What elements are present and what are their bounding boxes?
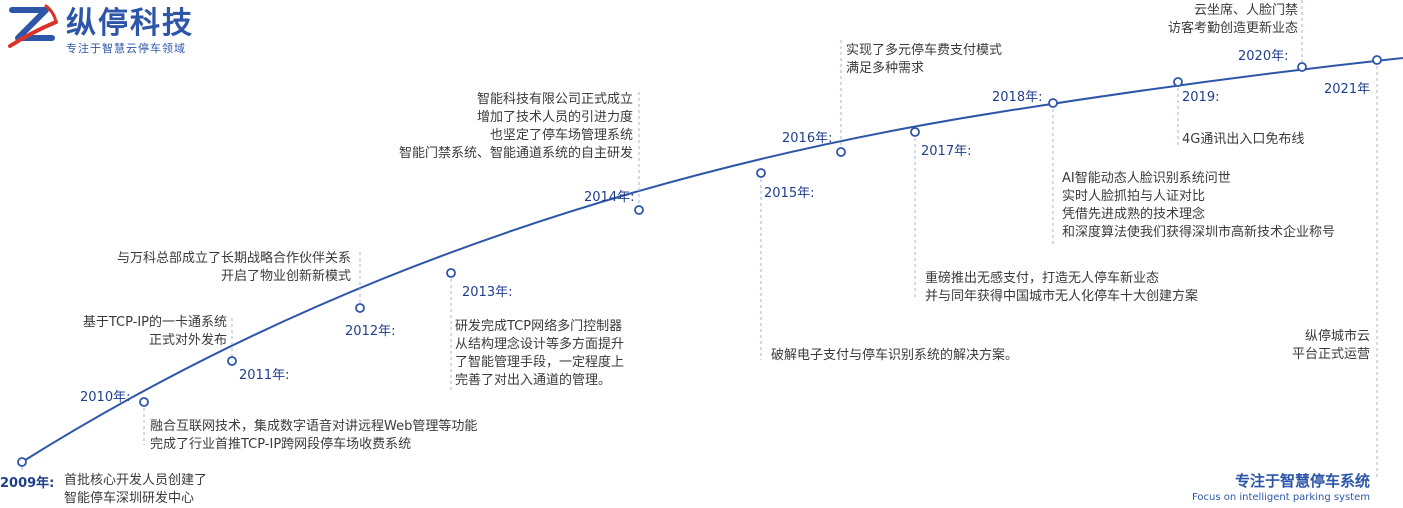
desc-line: 智能门禁系统、智能通道系统的自主研发 — [398, 146, 633, 161]
z-swoosh-logo-icon — [8, 4, 58, 48]
brand-logo: 纵停科技 专注于智慧云停车领域 — [6, 0, 266, 60]
year-label-2015: 2015年: — [764, 186, 815, 201]
desc-line: 访客考勤创造更新业态 — [1167, 21, 1298, 36]
timeline-node — [836, 147, 846, 157]
milestone-desc-2021: 纵停城市云 平台正式运营 — [1292, 328, 1370, 364]
desc-line: 完善了对出入通道的管理。 — [455, 373, 612, 388]
brand-name: 纵停科技 — [66, 6, 194, 41]
year-label-2012: 2012年: — [345, 324, 396, 339]
year-label-2010: 2010年: — [80, 390, 131, 405]
timeline-node — [910, 127, 920, 137]
desc-line: 也坚定了停车场管理系统 — [489, 128, 633, 143]
desc-line: 重磅推出无感支付，打造无人停车新业态 — [925, 271, 1160, 286]
milestone-desc-2011: 基于TCP-IP的一卡通系统 正式对外发布 — [83, 314, 227, 350]
connector-lines — [21, 0, 1378, 478]
desc-line: 满足多种需求 — [846, 61, 925, 76]
year-label-2017: 2017年: — [921, 144, 972, 159]
desc-line: 并与同年获得中国城市无人化停车十大创建方案 — [925, 289, 1199, 304]
year-label-2013: 2013年: — [462, 285, 513, 300]
desc-line: 正式对外发布 — [148, 333, 227, 348]
milestone-desc-2018: AI智能动态人脸识别系统问世 实时人脸抓拍与人证对比 凭借先进成熟的技术理念 和… — [1062, 170, 1335, 242]
timeline-curve — [21, 57, 1403, 463]
footer-subtitle: Focus on intelligent parking system — [1191, 492, 1370, 503]
year-label-2020: 2020年: — [1238, 49, 1289, 64]
desc-line: 增加了技术人员的引进力度 — [476, 110, 633, 125]
year-label-2014: 2014年: — [584, 190, 635, 205]
desc-line: 研发完成TCP网络多门控制器 — [455, 319, 623, 334]
milestone-desc-2020: 云坐席、人脸门禁 访客考勤创造更新业态 — [1168, 2, 1298, 38]
milestone-desc-2013: 研发完成TCP网络多门控制器 从结构理念设计等多方面提升 了智能管理手段，一定程… — [455, 318, 624, 390]
year-label-2021: 2021年 — [1324, 82, 1371, 97]
year-label-2009: 2009年: — [0, 476, 55, 491]
desc-line: 实时人脸抓拍与人证对比 — [1062, 189, 1206, 204]
timeline-node — [756, 168, 766, 178]
desc-line: AI智能动态人脸识别系统问世 — [1062, 171, 1231, 186]
desc-line: 平台正式运营 — [1291, 347, 1370, 362]
desc-line: 纵停城市云 — [1304, 329, 1370, 344]
desc-line: 和深度算法使我们获得深圳市高新技术企业称号 — [1062, 225, 1336, 240]
desc-line: 融合互联网技术，集成数字语音对讲远程Web管理等功能 — [150, 419, 478, 434]
desc-line: 云坐席、人脸门禁 — [1193, 3, 1298, 18]
brand-slogan: 专注于智慧云停车领域 — [66, 42, 186, 55]
timeline-node — [1297, 62, 1307, 72]
timeline-nodes — [17, 55, 1382, 467]
timeline-node — [1173, 77, 1183, 87]
desc-line: 基于TCP-IP的一卡通系统 — [82, 315, 227, 330]
footer-title: 专注于智慧停车系统 — [1234, 472, 1370, 490]
year-label-2019: 2019: — [1182, 90, 1220, 105]
desc-line: 破解电子支付与停车识别系统的解决方案。 — [771, 348, 1019, 363]
milestone-desc-2012: 与万科总部成立了长期战略合作伙伴关系 开启了物业创新新模式 — [117, 250, 351, 286]
desc-line: 4G通讯出入口免布线 — [1182, 132, 1305, 147]
milestone-desc-2009: 首批核心开发人员创建了 智能停车深圳研发中心 — [64, 472, 207, 508]
milestone-desc-2019: 4G通讯出入口免布线 — [1182, 131, 1304, 149]
milestone-desc-2010: 融合互联网技术，集成数字语音对讲远程Web管理等功能 完成了行业首推TCP-IP… — [150, 418, 477, 454]
desc-line: 开启了物业创新新模式 — [220, 269, 351, 284]
timeline-node — [1048, 98, 1058, 108]
milestone-desc-2016: 实现了多元停车费支付模式 满足多种需求 — [846, 42, 1002, 78]
milestone-desc-2017: 重磅推出无感支付，打造无人停车新业态 并与同年获得中国城市无人化停车十大创建方案 — [925, 270, 1198, 306]
timeline-node — [227, 356, 237, 366]
timeline-node — [139, 397, 149, 407]
year-label-2011: 2011年: — [239, 368, 290, 383]
timeline-node — [17, 457, 27, 467]
desc-line: 智能停车深圳研发中心 — [64, 491, 195, 506]
desc-line: 完成了行业首推TCP-IP跨网段停车场收费系统 — [150, 437, 412, 452]
desc-line: 首批核心开发人员创建了 — [64, 473, 208, 488]
desc-line: 与万科总部成立了长期战略合作伙伴关系 — [116, 251, 351, 266]
year-label-2018: 2018年: — [992, 90, 1043, 105]
timeline-node — [1372, 55, 1382, 65]
timeline-node — [446, 268, 456, 278]
milestone-desc-2014: 智能科技有限公司正式成立 增加了技术人员的引进力度 也坚定了停车场管理系统 智能… — [399, 91, 633, 163]
desc-line: 了智能管理手段，一定程度上 — [455, 355, 625, 370]
desc-line: 凭借先进成熟的技术理念 — [1062, 207, 1206, 222]
desc-line: 智能科技有限公司正式成立 — [476, 92, 633, 107]
year-label-2016: 2016年: — [782, 131, 833, 146]
timeline-node — [355, 303, 365, 313]
timeline-node — [634, 205, 644, 215]
milestone-desc-2015: 破解电子支付与停车识别系统的解决方案。 — [771, 347, 1018, 365]
desc-line: 实现了多元停车费支付模式 — [846, 43, 1003, 58]
desc-line: 从结构理念设计等多方面提升 — [455, 337, 625, 352]
